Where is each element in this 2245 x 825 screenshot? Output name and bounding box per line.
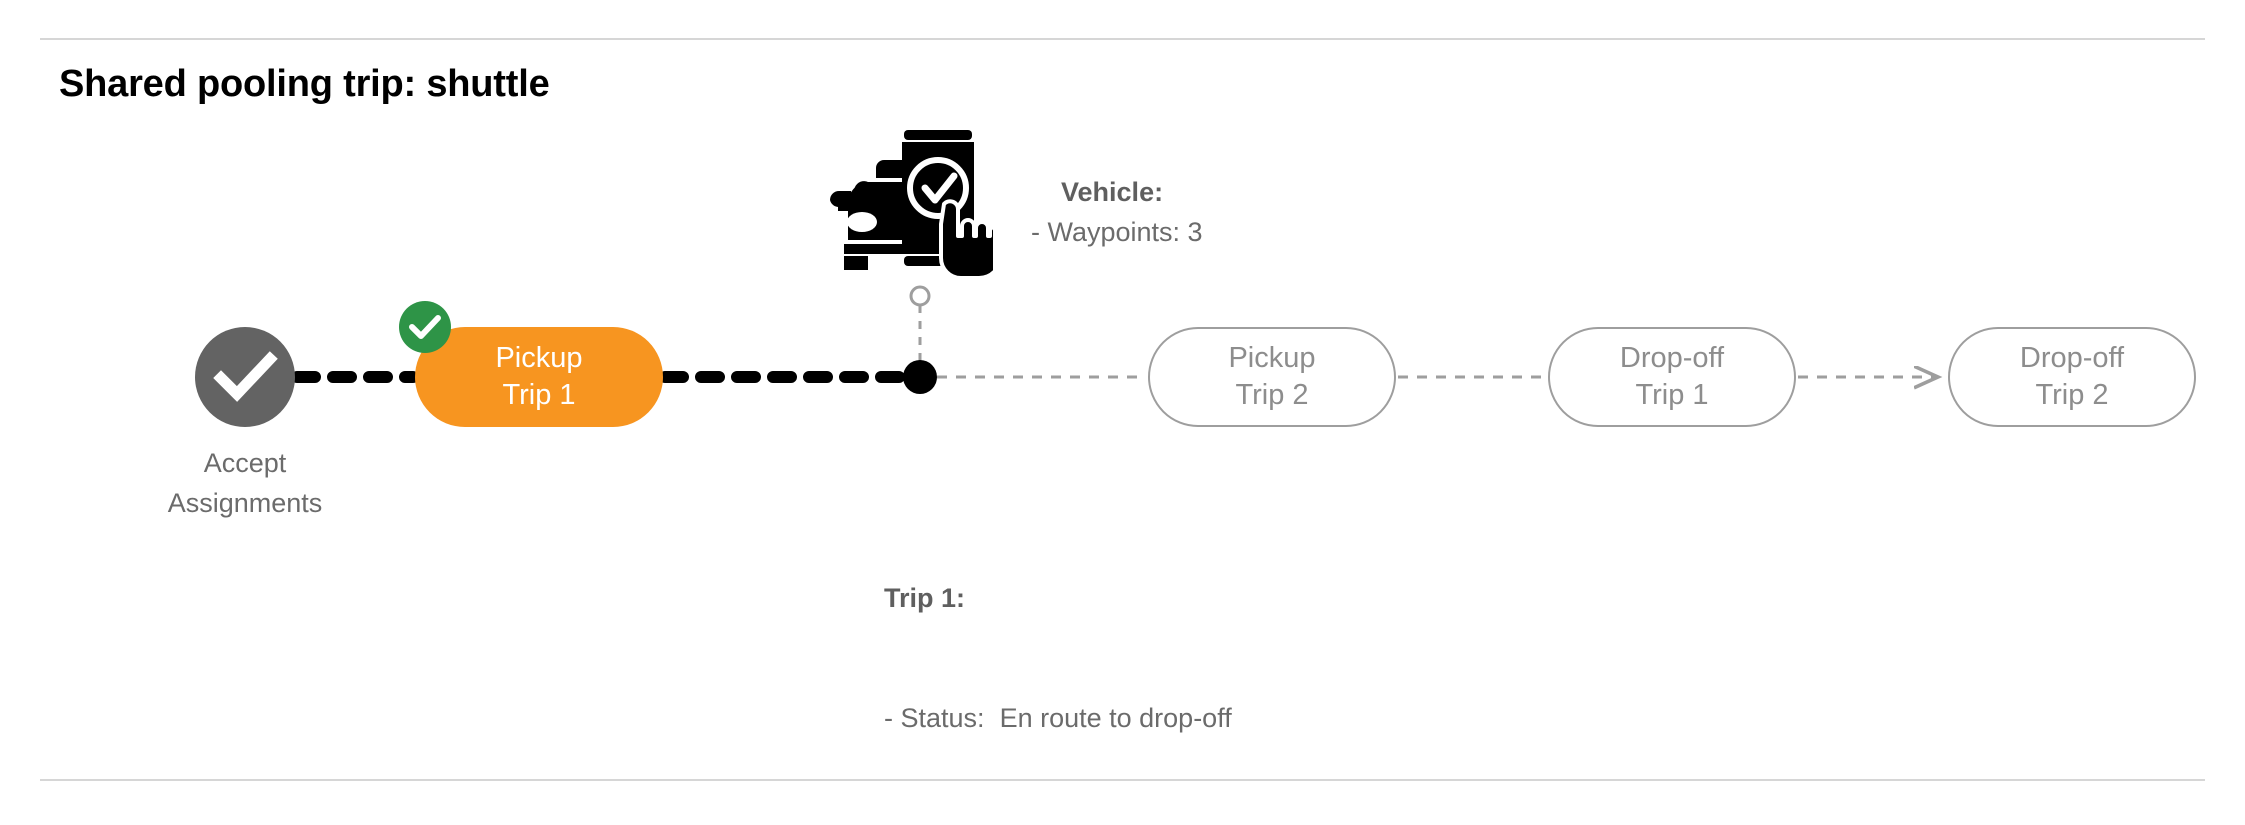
trip-1-waypoints-line: - Remaining waypoints: 2 <box>884 818 1232 825</box>
node-dropoff-trip-2-line-2: Trip 2 <box>2035 379 2109 411</box>
node-pickup-trip-1[interactable]: Pickup Trip 1 <box>415 327 663 427</box>
page-title: Shared pooling trip: shuttle <box>59 63 550 105</box>
node-dropoff-trip-1[interactable]: Drop-off Trip 1 <box>1548 327 1796 427</box>
current-position-dot <box>903 360 937 394</box>
vehicle-leader-anchor <box>909 285 931 307</box>
check-circle-icon <box>213 351 278 402</box>
accept-assignments-node[interactable] <box>195 327 295 427</box>
node-pickup-trip-2-line-1: Pickup <box>1228 342 1316 374</box>
bottom-divider <box>40 779 2205 781</box>
accept-assignments-label: Accept Assignments <box>95 443 395 523</box>
vehicle-info-heading: Vehicle <box>1061 177 1155 207</box>
node-pickup-trip-2[interactable]: Pickup Trip 2 <box>1148 327 1396 427</box>
trip-1-status-value: En route to drop-off <box>999 703 1232 733</box>
trip-1-status-line: - Status: En route to drop-off <box>884 698 1232 738</box>
check-badge-icon <box>399 301 451 353</box>
vehicle-info-heading-colon: : <box>1154 177 1164 207</box>
node-pickup-trip-2-line-2: Trip 2 <box>1235 379 1309 411</box>
node-dropoff-trip-1-line-2: Trip 1 <box>1635 379 1709 411</box>
vehicle-waypoints-line: - Waypoints: 3 <box>1031 217 1203 247</box>
node-pickup-trip-1-line-1: Pickup <box>495 342 583 374</box>
top-divider <box>40 38 2205 40</box>
accept-label-line-2: Assignments <box>167 488 323 518</box>
accept-label-line-1: Accept <box>203 448 287 478</box>
vehicle-app-check-icon <box>818 122 1003 280</box>
trip-info-block: Trip 1: - Status: En route to drop-off -… <box>884 498 1232 825</box>
node-dropoff-trip-1-line-1: Drop-off <box>1619 342 1725 374</box>
node-dropoff-trip-2-line-1: Drop-off <box>2019 342 2125 374</box>
vehicle-info-block: Vehicle: - Waypoints: 3 <box>1031 132 1203 292</box>
trip-1-status-label: - Status: <box>884 703 985 733</box>
trip-1-heading: Trip 1: <box>884 583 966 613</box>
node-dropoff-trip-2[interactable]: Drop-off Trip 2 <box>1948 327 2196 427</box>
node-pickup-trip-1-line-2: Trip 1 <box>502 379 576 411</box>
